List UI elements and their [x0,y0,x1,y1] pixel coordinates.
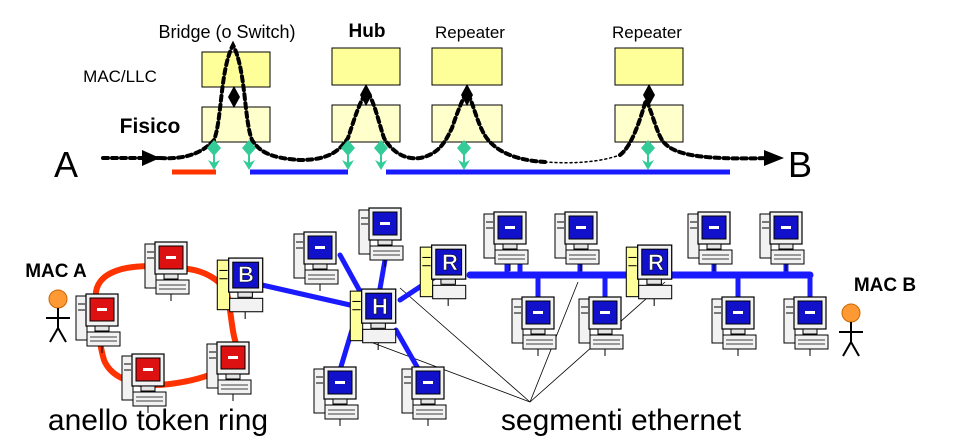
token-ring-caption: anello token ring [48,404,268,437]
network-topology: B H R R [25,207,916,437]
repeater-label-2: Repeater [612,23,682,42]
computer-icon [313,366,359,427]
computer-icon [483,211,529,272]
repeater1-phys-box [431,104,503,143]
computer-icon [687,211,733,272]
diamond-arrow-icon [457,140,471,170]
repeater2-upper-box [614,47,684,86]
computer-icon [206,341,252,402]
mac-a-label: MAC A [25,261,87,282]
hub-device: H [349,288,397,351]
computer-icon [511,296,557,357]
mac-b-label: MAC B [854,275,916,296]
bridge-label: Bridge (o Switch) [158,22,295,42]
computer-icon [401,366,447,427]
layer-connectors [228,84,655,108]
mac-llc-label: MAC/LLC [83,67,157,86]
computer-icon [75,293,121,354]
hub-label: Hub [349,21,386,42]
bridge-device: B [216,257,264,320]
fisico-label: Fisico [120,115,181,138]
computer-icon [783,296,829,357]
endpoint-b: B [788,144,812,185]
repeater-device-1: R [419,244,467,307]
repeater-letter-2: R [648,250,664,275]
repeater1-upper-box [431,47,503,86]
hub-upper-box [331,47,401,86]
computer-icon [711,296,757,357]
computer-icon [578,296,624,357]
ethernet-caption: segmenti ethernet [501,404,742,437]
bridge-mac-box [201,51,271,88]
bridge-letter: B [238,262,254,287]
computer-icon [358,207,404,268]
arrow-to-bridge [142,150,160,166]
computer-icon [144,241,190,302]
computer-icon [759,211,805,272]
layer-diagram: Bridge (o Switch) Hub Repeater Repeater … [54,21,812,185]
computer-icon [554,211,600,272]
hub-phys-box [331,104,401,143]
endpoint-a: A [54,144,78,185]
person-icon [839,303,863,357]
diamond-arrow-icon [641,140,655,170]
person-icon [46,289,70,343]
repeater-label-1: Repeater [435,23,505,42]
computer-icon [293,231,339,292]
repeater-device-2: R [625,244,673,307]
hub-letter: H [372,294,388,319]
arrow-to-b [764,150,784,166]
bridge-phys-box [201,106,271,143]
repeater-letter-1: R [442,250,458,275]
